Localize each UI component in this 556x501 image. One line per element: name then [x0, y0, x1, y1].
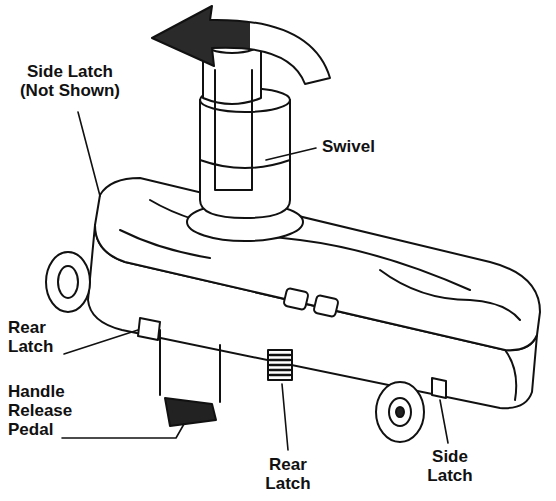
part-label: Rear Latch: [255, 455, 321, 493]
rear-latch-grille: [268, 350, 292, 380]
leader-line: [282, 384, 288, 450]
swivel-collar: [200, 100, 290, 218]
hood-contour: [380, 270, 520, 320]
leader-line: [64, 330, 138, 354]
control-button: [313, 295, 338, 317]
rear-latch: [138, 318, 160, 340]
pedal-housing: [160, 330, 220, 402]
wheel: [376, 382, 424, 442]
part-label: Handle Release Pedal: [8, 382, 88, 439]
side-latch: [432, 378, 446, 398]
nozzle-top-face: [95, 178, 540, 350]
end-cap: [505, 350, 516, 400]
handle-clip: [215, 70, 252, 190]
end-roller-hub: [58, 266, 78, 298]
control-button: [283, 288, 308, 310]
release-pedal: [165, 398, 216, 426]
end-roller: [46, 252, 90, 312]
leader-line: [266, 148, 316, 160]
hood-contour: [150, 200, 470, 290]
leader-line: [78, 112, 100, 196]
leader-line: [440, 400, 448, 443]
leader-line: [62, 424, 184, 438]
part-label: Swivel: [322, 137, 402, 156]
grille-slats: [270, 355, 290, 375]
wheel-hub: [389, 398, 411, 426]
part-label: Side Latch: [417, 447, 483, 485]
part-label: Rear Latch: [8, 318, 74, 356]
hood-contour: [120, 230, 210, 258]
swivel-ring: [200, 160, 290, 168]
wheel-axle: [396, 407, 404, 417]
part-label: Side Latch (Not Shown): [12, 62, 128, 100]
rotation-arrow: [152, 6, 330, 84]
